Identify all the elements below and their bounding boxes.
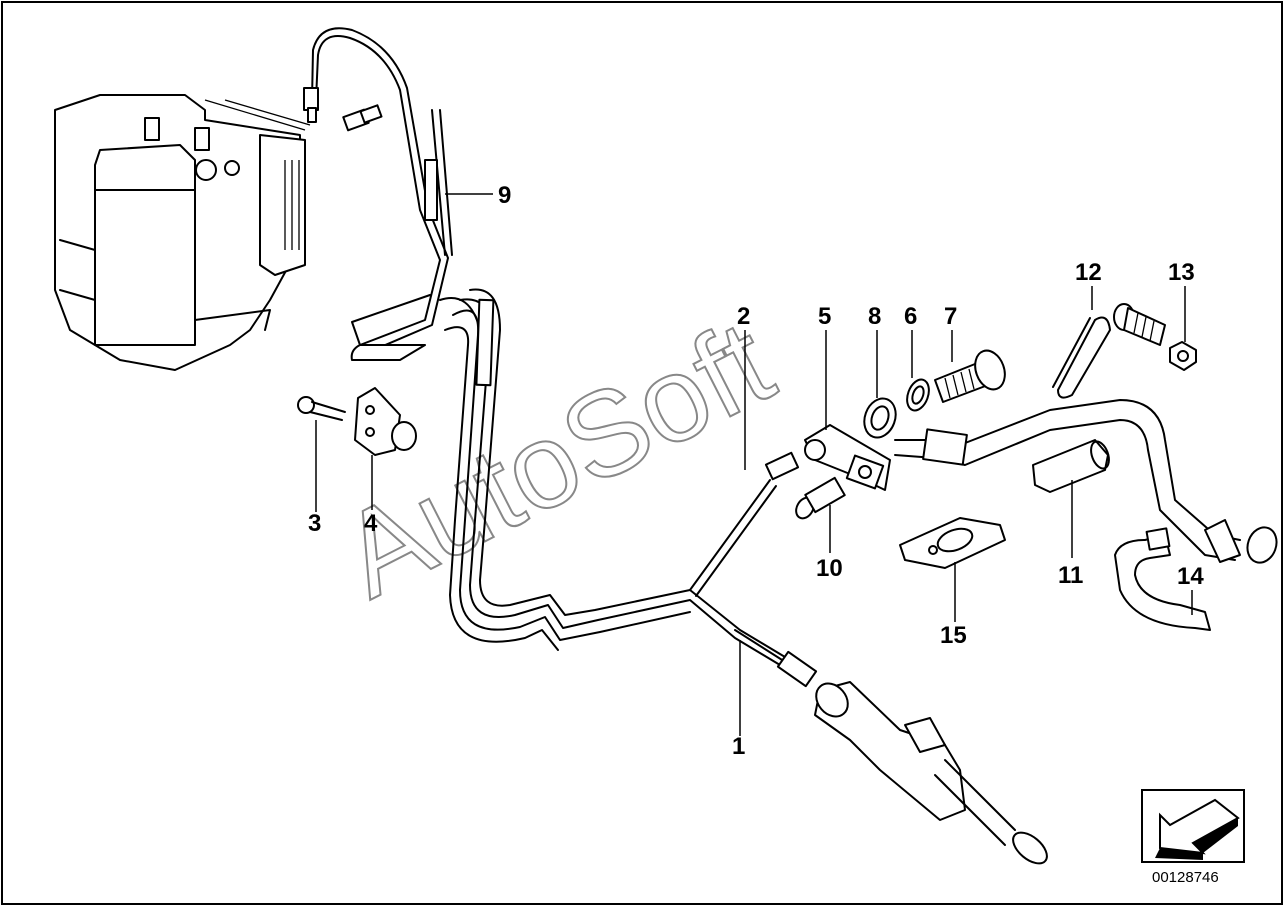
callout-13: 13 — [1168, 259, 1195, 286]
banjo-bolt-icon — [934, 349, 1006, 403]
callout-5: 5 — [818, 303, 831, 330]
callout-6: 6 — [904, 303, 917, 330]
callout-7: 7 — [944, 303, 957, 330]
callout-11: 11 — [1058, 562, 1083, 589]
callout-8: 8 — [868, 303, 881, 330]
gasket-icon — [899, 517, 1006, 569]
brake-line-2-icon — [689, 451, 800, 597]
screw-icon — [795, 476, 846, 520]
callout-3: 3 — [308, 510, 321, 537]
callout-1: 1 — [732, 733, 745, 760]
sleeve-icon — [1032, 439, 1110, 493]
navigation-arrow-icon[interactable] — [1141, 789, 1245, 863]
master-cylinder-icon — [734, 629, 1048, 865]
nut-icon — [1113, 303, 1197, 371]
callout-10: 10 — [816, 555, 843, 582]
bracket-icon — [804, 424, 891, 491]
callout-15: 15 — [940, 622, 967, 649]
brake-line-icon — [311, 27, 791, 669]
holder-strap-icon — [1114, 527, 1211, 631]
callout-9: 9 — [498, 182, 511, 209]
callout-4: 4 — [364, 510, 378, 537]
bolt-icon — [297, 396, 346, 421]
abs-unit-icon — [54, 94, 311, 371]
grommet-icon — [863, 397, 897, 439]
callout-2: 2 — [737, 303, 750, 330]
clamp-icon — [354, 387, 417, 456]
callout-14: 14 — [1177, 563, 1204, 590]
hose-icon — [894, 399, 1278, 564]
cable-tie-icon — [1052, 316, 1111, 399]
callout-labels: 1 2 3 4 5 6 7 8 9 10 11 12 13 14 15 — [308, 182, 1204, 760]
fitting-icon — [303, 87, 383, 132]
leader-lines — [315, 193, 1193, 736]
washer-icon — [906, 378, 930, 412]
document-number: 00128746 — [1152, 869, 1219, 886]
callout-12: 12 — [1075, 259, 1102, 286]
